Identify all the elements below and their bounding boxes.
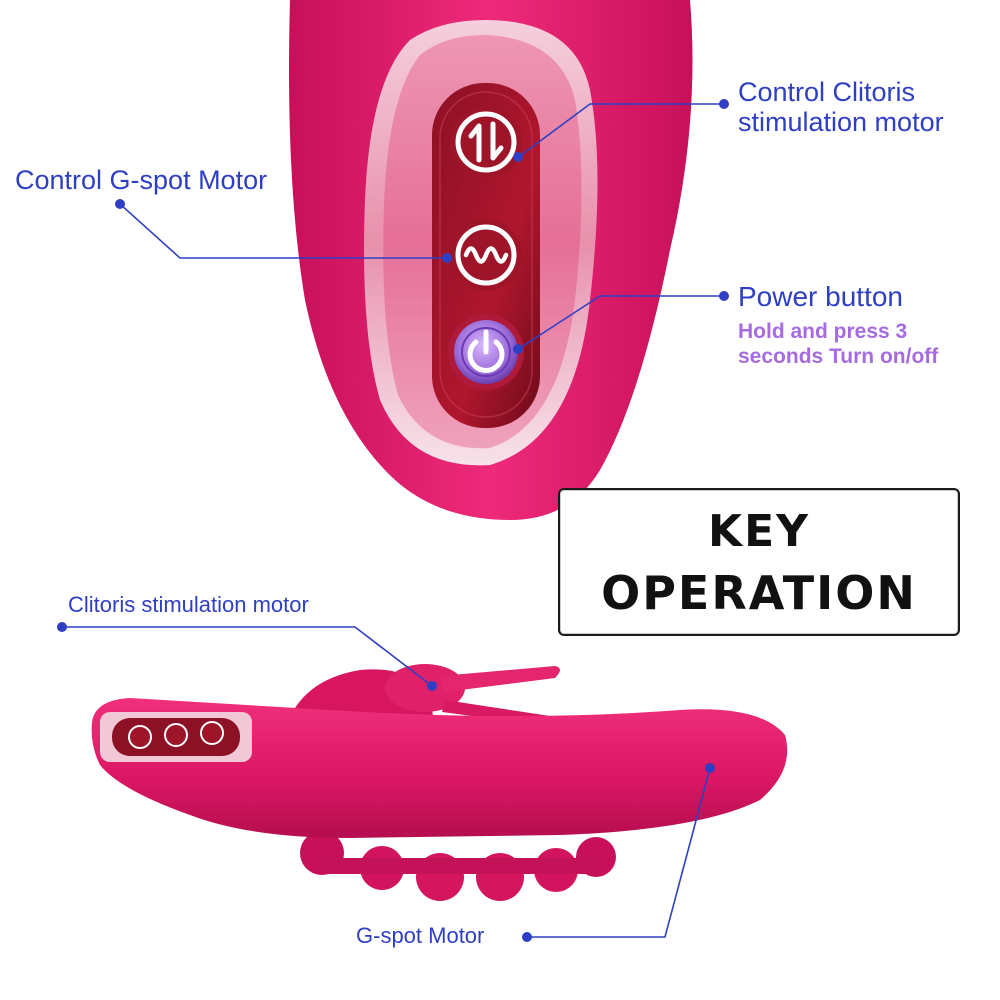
leader-lines-top — [119, 103, 723, 349]
clitoris-control-label: Control Clitoris stimulation motor — [738, 77, 944, 137]
heading-line-1: KEY — [707, 506, 810, 557]
power-note-line1: Hold and press 3 — [738, 320, 908, 343]
heading-line-2: OPERATION — [601, 566, 917, 620]
leader-dots-bottom — [57, 622, 715, 942]
gspot-control-label: Control G-spot Motor — [15, 165, 268, 195]
leader-lines-bottom — [62, 626, 711, 938]
leader-dots-top — [115, 99, 729, 354]
vibration-wave-icon — [450, 219, 522, 291]
key-operation-box: KEY OPERATION — [558, 488, 960, 636]
power-button-label: Power button — [738, 281, 903, 312]
toy-body — [91, 664, 788, 901]
power-note-line2: seconds Turn on/off — [738, 345, 939, 368]
power-icon — [448, 314, 524, 390]
clitoris-motor-label: Clitoris stimulation motor — [68, 592, 309, 617]
clitoris-control-line2: stimulation motor — [738, 106, 944, 137]
clitoris-control-line1: Control Clitoris — [738, 77, 916, 107]
up-down-arrows-icon — [450, 106, 522, 178]
gspot-motor-label: G-spot Motor — [356, 923, 485, 948]
